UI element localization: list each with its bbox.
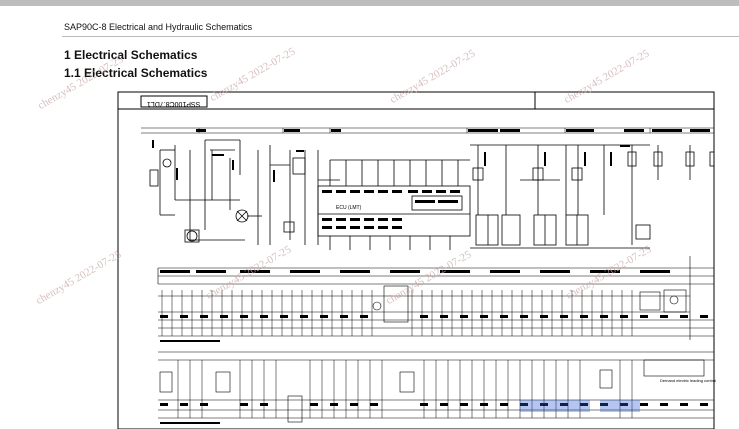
watermark-text: chenzy45 2022-07-25 (204, 243, 294, 302)
drawing-code-label: SSP100C8.7DL1 (147, 100, 201, 107)
header-row-labels (196, 129, 710, 132)
right-valve-block (470, 144, 715, 249)
selection-highlight (520, 400, 640, 412)
middle-relay-row (158, 285, 714, 337)
watermark-text: chenzy45 2022-07-25 (564, 243, 654, 302)
middle-row-pin-labels (160, 315, 708, 342)
top-border-bar (0, 0, 739, 6)
subsection-heading: 1.1 Electrical Schematics (64, 66, 208, 80)
section-heading: 1 Electrical Schematics (64, 48, 198, 62)
watermark-text: chenzy45 2022-07-25 (388, 47, 478, 106)
ecu-label: ECU (LMT) (336, 205, 362, 211)
watermark-text: chenzy45 2022-07-25 (562, 47, 652, 106)
watermark-text: chenzy45 2022-07-25 (384, 248, 474, 307)
watermark-text: chenzy45 2022-07-25 (36, 53, 126, 112)
watermark-text: chenzy45 2022-07-25 (34, 248, 124, 307)
header-divider (62, 36, 739, 37)
watermark-text: chenzy45 2022-07-25 (208, 45, 298, 104)
lower-row-pin-labels (160, 403, 708, 424)
lower-relay-row (158, 351, 714, 423)
left-circuit-block (149, 139, 340, 245)
schematic-note: Demand electric leading control (660, 378, 717, 383)
document-header-title: SAP90C-8 Electrical and Hydraulic Schema… (64, 22, 253, 32)
